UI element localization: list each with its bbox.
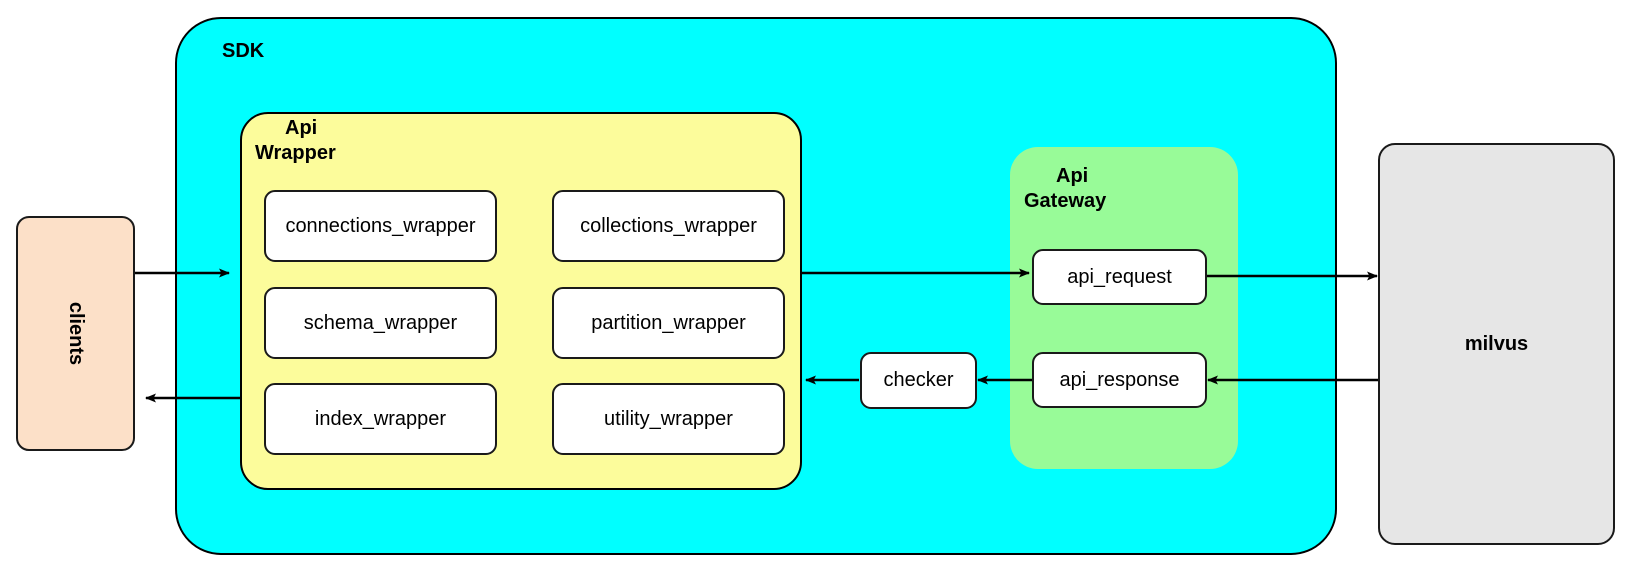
api-wrapper-label-line2: Wrapper [255, 142, 336, 164]
card-checker[interactable]: checker [860, 352, 977, 409]
clients-label-text: clients [64, 301, 87, 366]
milvus-node: milvus [1378, 143, 1615, 545]
clients-label: clients [16, 216, 135, 451]
card-index-wrapper[interactable]: index_wrapper [264, 383, 497, 455]
api-gateway-label-line2: Gateway [1024, 190, 1107, 212]
card-utility-wrapper[interactable]: utility_wrapper [552, 383, 785, 455]
card-api-request[interactable]: api_request [1032, 249, 1207, 305]
card-partition-wrapper[interactable]: partition_wrapper [552, 287, 785, 359]
api-wrapper-label: Api Wrapper [255, 116, 425, 166]
api-wrapper-label-line1: Api [285, 117, 318, 139]
card-collections-wrapper[interactable]: collections_wrapper [552, 190, 785, 262]
sdk-label: SDK [222, 40, 265, 62]
api-gateway-label: Api Gateway [1024, 164, 1224, 214]
card-connections-wrapper[interactable]: connections_wrapper [264, 190, 497, 262]
api-gateway-label-line1: Api [1056, 165, 1089, 187]
clients-node [16, 216, 135, 451]
card-schema-wrapper[interactable]: schema_wrapper [264, 287, 497, 359]
card-api-response[interactable]: api_response [1032, 352, 1207, 408]
api-gateway-container [1010, 147, 1238, 469]
